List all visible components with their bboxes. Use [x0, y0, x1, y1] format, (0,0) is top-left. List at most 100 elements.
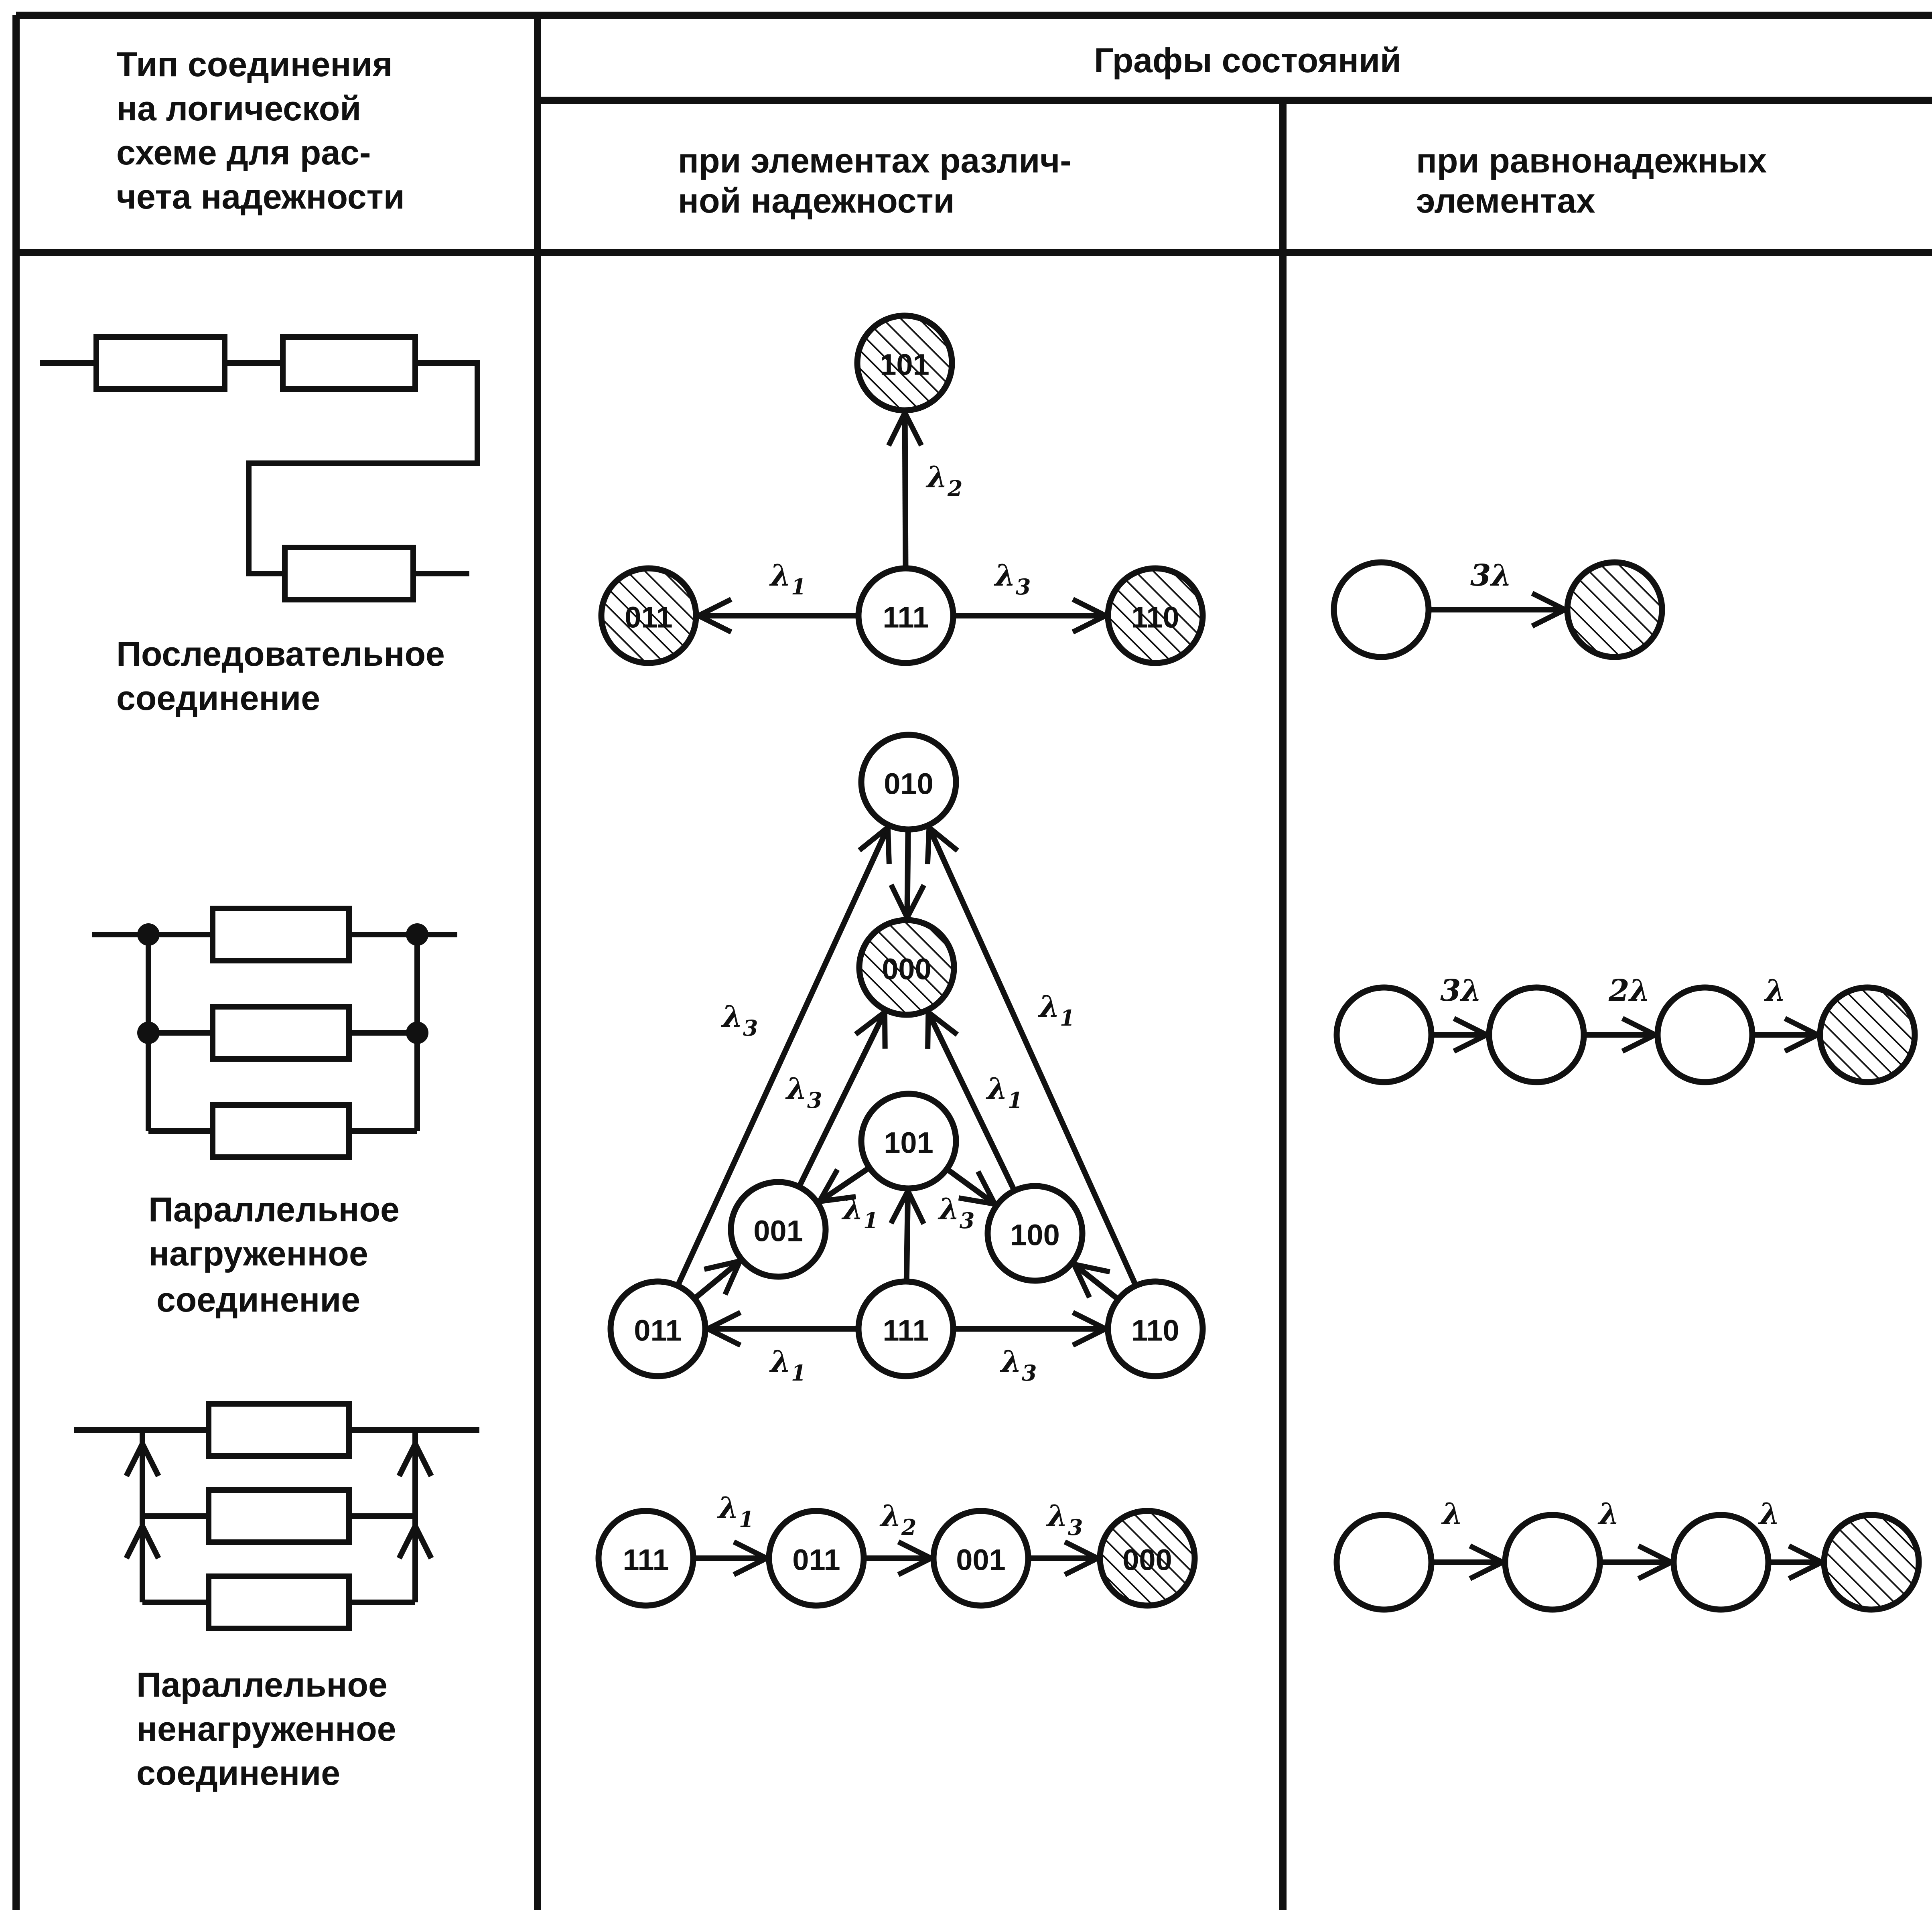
header-group-title: Графы состояний: [1094, 41, 1401, 80]
header-col-equal: при равнонадежных элементах: [1416, 142, 1767, 220]
state-node-label: 111: [623, 1543, 669, 1577]
graph-series-equal: 3λ: [1331, 558, 1665, 660]
state-node: [1502, 1512, 1603, 1613]
row-caption-parallel-unloaded: Параллельное ненагруженное соединение: [136, 1666, 396, 1792]
transition-rate-label: λ2: [879, 1499, 916, 1540]
transition-rate-label: λ1: [769, 1344, 806, 1386]
transition-rate-label: λ: [1758, 1497, 1780, 1531]
junction-dot: [137, 1022, 160, 1044]
state-node: [595, 1508, 696, 1609]
transition-rate-label: λ: [1441, 1497, 1463, 1531]
header-col-type-line: схеме для рас-: [116, 134, 371, 172]
junction-dot: [137, 923, 160, 946]
parallel-loaded-schematic: [92, 906, 457, 1160]
arrowhead: [124, 1438, 161, 1478]
state-node-label: 000: [882, 953, 931, 986]
state-node-label: 011: [634, 1314, 682, 1347]
transition-rate-label: λ2: [925, 460, 962, 501]
arrowhead: [124, 1520, 161, 1560]
arrowhead: [396, 1520, 434, 1560]
state-node: [858, 1091, 959, 1192]
header-col-equal-line: элементах: [1416, 182, 1595, 220]
state-node: [855, 1278, 956, 1379]
transition-rate-label: λ3: [785, 1072, 822, 1113]
header-col-different: при элементах различ- ной надежности: [678, 142, 1072, 220]
failed-state-node: [1097, 1508, 1198, 1609]
resistor-block: [206, 1573, 352, 1631]
resistor-block: [93, 334, 227, 392]
transition-rate-label: λ1: [986, 1072, 1023, 1113]
state-node: [930, 1508, 1031, 1609]
resistor-block: [280, 334, 418, 392]
transition-rate-label: λ3: [938, 1192, 974, 1233]
state-node: [766, 1508, 867, 1609]
row-caption-line: соединение: [136, 1754, 340, 1792]
transition-arrow: [905, 413, 906, 569]
transition-arrow: [1074, 1264, 1120, 1302]
row-caption-line: Параллельное: [136, 1666, 388, 1704]
state-node-label: 111: [883, 1314, 929, 1347]
state-node-label: 110: [1131, 1314, 1179, 1347]
junction-dot: [406, 1022, 428, 1044]
transition-rate-label: λ1: [769, 558, 806, 600]
resistor-block: [210, 1102, 352, 1160]
parallel-unloaded-schematic: [74, 1401, 479, 1631]
state-node: [1654, 984, 1755, 1085]
transition-rate-label: λ: [1764, 973, 1786, 1008]
row-caption-line: ненагруженное: [136, 1710, 396, 1748]
state-node: [1105, 1278, 1206, 1379]
resistor-block: [206, 1487, 352, 1545]
row-caption-line: Последовательное: [116, 635, 445, 673]
state-node-label: 111: [883, 601, 929, 634]
transition-rate-label: 3λ: [1470, 558, 1512, 593]
transition-rate-label: 2λ: [1608, 973, 1650, 1008]
transition-arrow: [675, 827, 888, 1287]
transition-arrow: [820, 1165, 871, 1201]
row-caption-line: соединение: [156, 1281, 360, 1319]
resistor-block: [210, 906, 352, 963]
state-node: [1486, 984, 1587, 1085]
state-node-label: 001: [753, 1215, 803, 1248]
transition-rate-label: λ1: [841, 1192, 878, 1233]
transition-rate-label: λ3: [1000, 1344, 1037, 1386]
transition-rate-label: λ1: [717, 1491, 754, 1532]
transition-arrow: [928, 1012, 1017, 1192]
transition-arrow: [907, 1191, 908, 1282]
state-node-label: 011: [625, 601, 672, 634]
state-node-label: 101: [880, 348, 929, 381]
state-node: [1670, 1512, 1772, 1613]
transition-rate-label: λ: [1597, 1497, 1619, 1531]
state-node: [858, 732, 959, 833]
state-node-label: 010: [884, 767, 933, 801]
junction-dot: [406, 923, 428, 946]
header-col-type-line: на логической: [116, 89, 361, 128]
failed-state-node: [1821, 1512, 1922, 1613]
failed-state-node: [598, 565, 699, 666]
row-caption-series: Последовательное соединение: [116, 635, 445, 718]
table-grid: [12, 12, 1932, 1910]
state-node: [1333, 1512, 1435, 1613]
failed-state-node: [1817, 984, 1918, 1085]
series-connection-schematic: [40, 334, 480, 602]
header-col-type: Тип соединения на логической схеме для р…: [116, 45, 405, 216]
transition-rate-label: λ3: [721, 1000, 758, 1041]
state-node: [607, 1278, 708, 1379]
row-caption-parallel-loaded: Параллельное нагруженное соединение: [148, 1190, 400, 1319]
transition-rate-label: λ3: [994, 558, 1031, 600]
row-caption-line: Параллельное: [148, 1190, 400, 1229]
header-col-different-line: при элементах различ-: [678, 142, 1072, 180]
arrowhead: [396, 1438, 434, 1478]
transition-arrow: [945, 1166, 995, 1204]
transition-arrow: [692, 1261, 740, 1301]
state-node-label: 000: [1122, 1543, 1172, 1577]
row-caption-line: нагруженное: [148, 1235, 368, 1273]
state-node: [855, 565, 956, 666]
transition-arrow: [929, 827, 1138, 1287]
failed-state-node: [854, 312, 955, 414]
state-node: [984, 1183, 1086, 1284]
transition-rate-label: λ3: [1046, 1499, 1083, 1540]
